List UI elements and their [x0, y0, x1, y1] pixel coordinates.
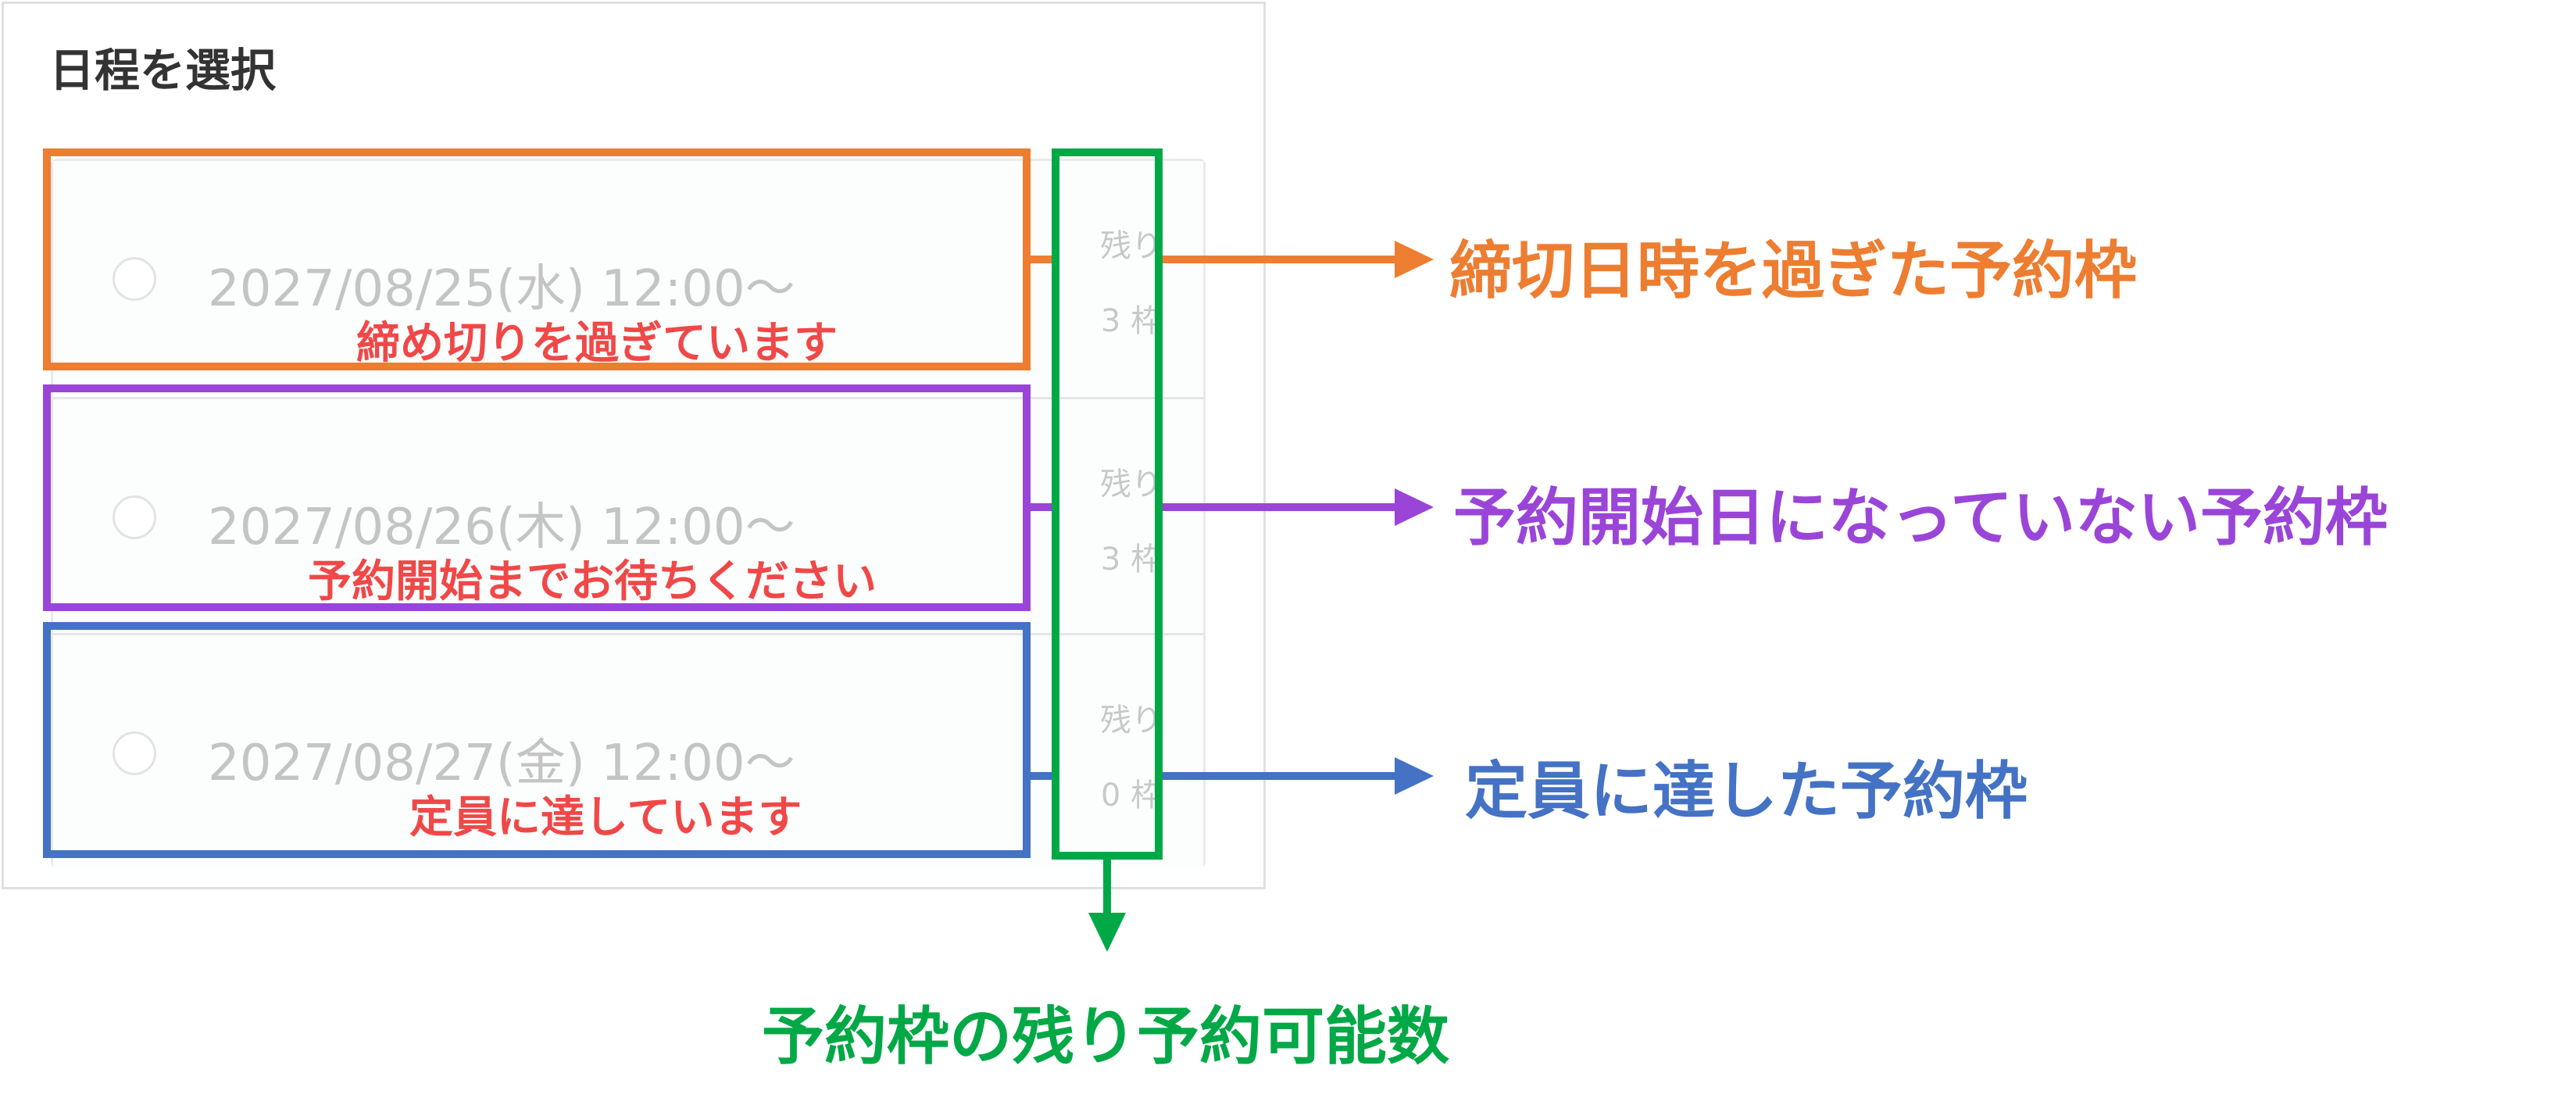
slot-date-1: 2027/08/26(木) 12:00〜 — [208, 499, 795, 556]
callout-remaining: 予約枠の残り予約可能数 — [762, 1000, 1449, 1073]
slot-status-2: 定員に達しています — [409, 792, 802, 843]
slot-row-1[interactable]: 2027/08/26(木) 12:00〜 予約開始までお待ちください 残り 3 … — [53, 397, 1203, 633]
callout-past-deadline: 締切日時を過ぎた予約枠 — [1449, 234, 2137, 307]
remaining-count-1: 3 枠 — [1100, 542, 1163, 577]
highlight-frame-orange — [43, 148, 1031, 370]
slot-row-2[interactable]: 2027/08/27(金) 12:00〜 定員に達しています 残り 0 枠 — [53, 633, 1203, 869]
highlight-frame-green — [1052, 148, 1163, 860]
slot-date-0: 2027/08/25(水) 12:00〜 — [208, 260, 795, 318]
slot-radio-0[interactable] — [113, 257, 156, 301]
remaining-count-2: 0 枠 — [1100, 778, 1163, 813]
highlight-frame-purple — [43, 384, 1031, 611]
remaining-label-2: 残り — [1100, 703, 1163, 738]
callout-full: 定員に達した予約枠 — [1465, 755, 2028, 828]
panel-title: 日程を選択 — [49, 44, 277, 97]
slot-row-0[interactable]: 2027/08/25(水) 12:00〜 締め切りを過ぎています 残り 3 枠 — [53, 161, 1203, 397]
remaining-count-0: 3 枠 — [1100, 303, 1163, 339]
slot-radio-1[interactable] — [113, 495, 156, 539]
slot-list: 2027/08/25(水) 12:00〜 締め切りを過ぎています 残り 3 枠 … — [51, 159, 1206, 869]
slot-radio-2[interactable] — [113, 731, 156, 775]
remaining-label-1: 残り — [1100, 467, 1163, 502]
slot-status-1: 予約開始までお待ちください — [308, 556, 877, 607]
highlight-frame-blue — [43, 622, 1031, 858]
slot-date-2: 2027/08/27(金) 12:00〜 — [208, 735, 795, 792]
slot-status-0: 締め切りを過ぎています — [356, 318, 838, 369]
remaining-label-0: 残り — [1100, 228, 1163, 264]
callout-not-yet-open: 予約開始日になっていない予約枠 — [1453, 481, 2388, 554]
